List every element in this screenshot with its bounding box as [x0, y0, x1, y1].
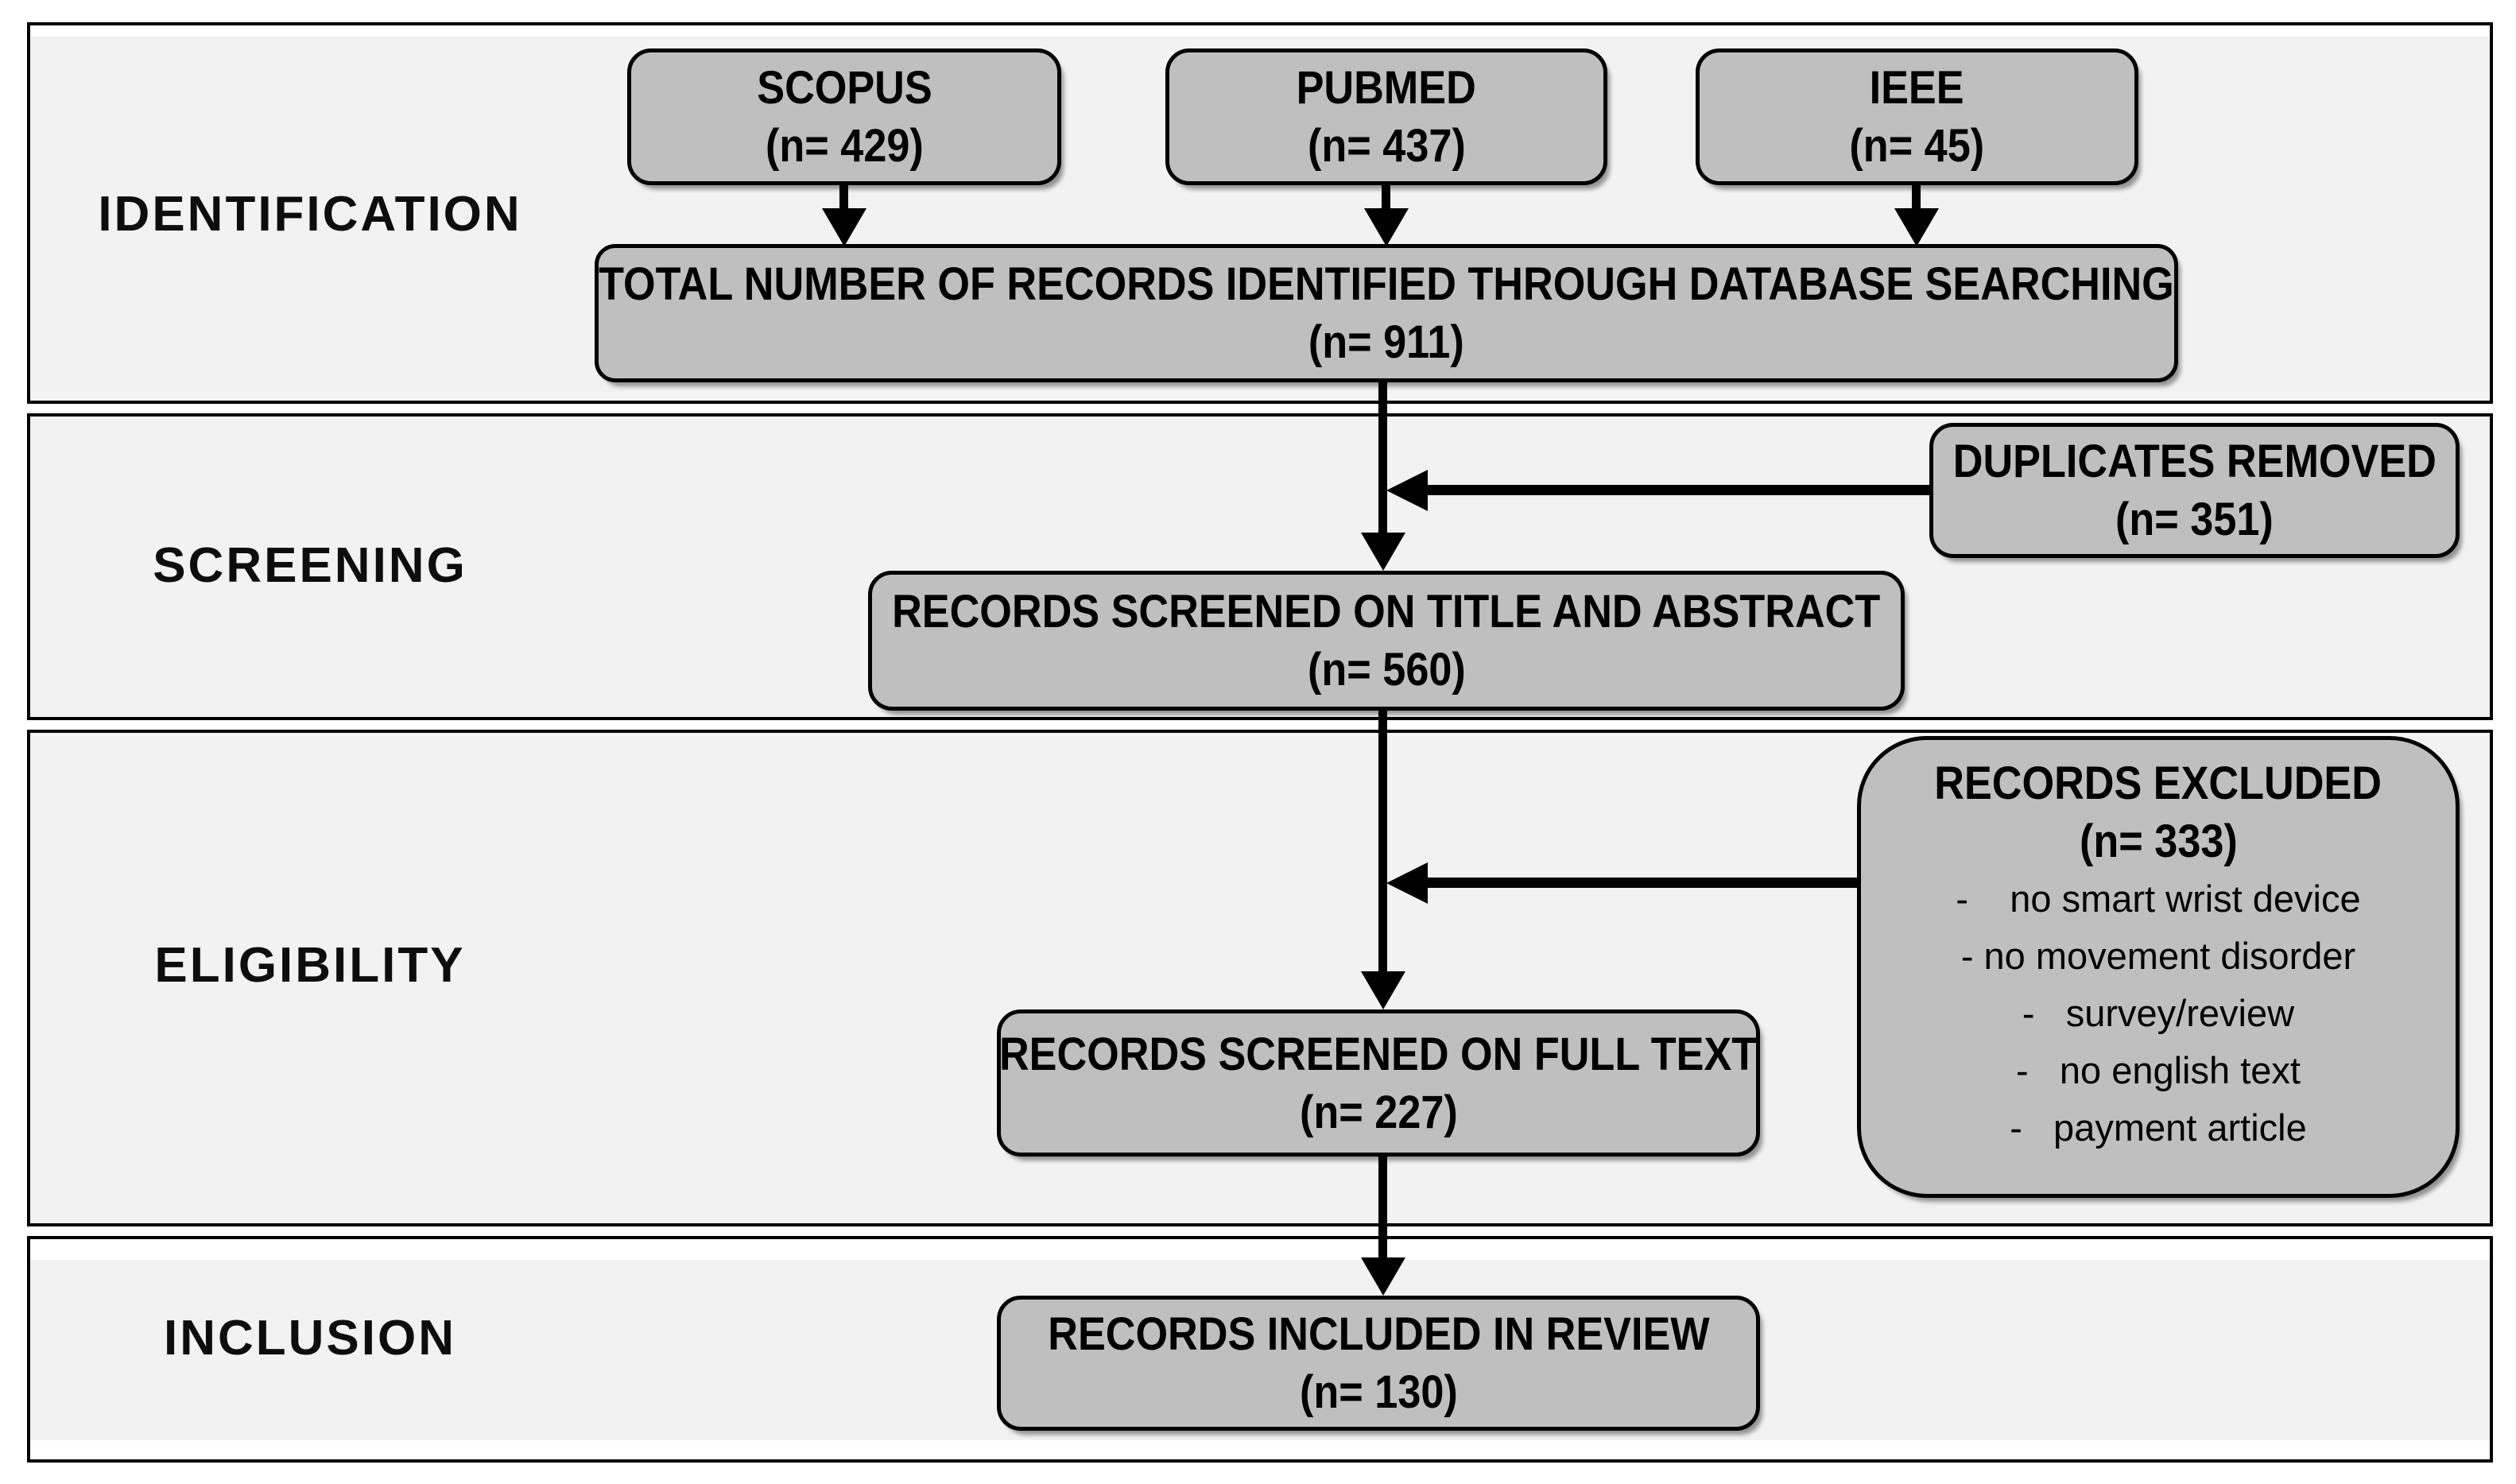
excluded-reason: - payment article — [2010, 1106, 2307, 1149]
arrow-fulltext-to-included-stem — [1378, 1157, 1387, 1260]
arrow-total-to-screened-head — [1361, 533, 1405, 571]
section-label-inclusion: INCLUSION — [164, 1311, 456, 1366]
arrow-screened-to-fulltext-head — [1361, 971, 1405, 1009]
pubmed-box: PUBMED (n= 437) — [1165, 48, 1607, 185]
records-screened-full-text-box: RECORDS SCREENED ON FULL TEXT (n= 227) — [997, 1009, 1760, 1157]
arrow-fulltext-to-included-head — [1361, 1257, 1405, 1296]
scopus-title: SCOPUS — [756, 62, 932, 114]
records-screened-title-abstract-count: (n= 560) — [1307, 644, 1466, 696]
arrow-scopus-to-total-head — [822, 208, 866, 246]
records-excluded-count: (n= 333) — [2079, 816, 2238, 867]
section-label-identification: IDENTIFICATION — [98, 187, 522, 242]
records-screened-full-text-count: (n= 227) — [1299, 1086, 1458, 1138]
total-records-count: (n= 911) — [1308, 316, 1464, 368]
records-included-count: (n= 130) — [1299, 1366, 1458, 1418]
arrow-scopus-to-total-stem — [839, 185, 848, 212]
arrow-pubmed-to-total-stem — [1382, 185, 1390, 212]
arrow-ieee-to-total-stem — [1912, 185, 1921, 212]
scopus-box: SCOPUS (n= 429) — [627, 48, 1061, 185]
section-label-screening: SCREENING — [153, 538, 467, 593]
arrow-ieee-to-total-head — [1894, 208, 1939, 246]
arrow-duplicates-removed-head — [1386, 470, 1428, 511]
records-screened-full-text-title: RECORDS SCREENED ON FULL TEXT — [999, 1028, 1758, 1080]
duplicates-removed-title: DUPLICATES REMOVED — [1952, 436, 2437, 487]
arrow-screened-to-fulltext-stem — [1378, 711, 1387, 973]
arrow-records-excluded-stem — [1428, 878, 1857, 888]
arrow-total-to-screened-stem — [1378, 382, 1387, 535]
ieee-box: IEEE (n= 45) — [1696, 48, 2138, 185]
section-label-eligibility: ELIGIBILITY — [154, 938, 466, 993]
records-included-title: RECORDS INCLUDED IN REVIEW — [1047, 1308, 1710, 1360]
records-included-box: RECORDS INCLUDED IN REVIEW (n= 130) — [997, 1296, 1760, 1431]
records-screened-title-abstract-title: RECORDS SCREENED ON TITLE AND ABSTRACT — [892, 586, 1881, 637]
excluded-reason: - no movement disorder — [1960, 935, 2356, 977]
band-identification-top-gap — [30, 25, 2490, 37]
arrow-pubmed-to-total-head — [1364, 208, 1409, 246]
arrow-records-excluded-head — [1386, 862, 1428, 904]
ieee-count: (n= 45) — [1849, 120, 1985, 172]
total-records-box: TOTAL NUMBER OF RECORDS IDENTIFIED THROU… — [595, 244, 2178, 382]
arrow-duplicates-removed-stem — [1428, 485, 1929, 495]
ieee-title: IEEE — [1870, 62, 1964, 114]
duplicates-removed-count: (n= 351) — [2115, 494, 2274, 545]
excluded-reason: - survey/review — [2022, 992, 2295, 1034]
total-records-title: TOTAL NUMBER OF RECORDS IDENTIFIED THROU… — [599, 258, 2174, 310]
pubmed-count: (n= 437) — [1307, 120, 1466, 172]
records-excluded-box: RECORDS EXCLUDED (n= 333) - no smart wri… — [1857, 736, 2460, 1198]
records-excluded-title: RECORDS EXCLUDED — [1934, 757, 2382, 809]
pubmed-title: PUBMED — [1296, 62, 1477, 114]
excluded-reason: - no english text — [2016, 1049, 2301, 1091]
duplicates-removed-box: DUPLICATES REMOVED (n= 351) — [1929, 423, 2460, 558]
excluded-reason: - no smart wrist device — [1956, 878, 2361, 920]
records-screened-title-abstract-box: RECORDS SCREENED ON TITLE AND ABSTRACT (… — [868, 571, 1905, 711]
scopus-count: (n= 429) — [765, 120, 924, 172]
